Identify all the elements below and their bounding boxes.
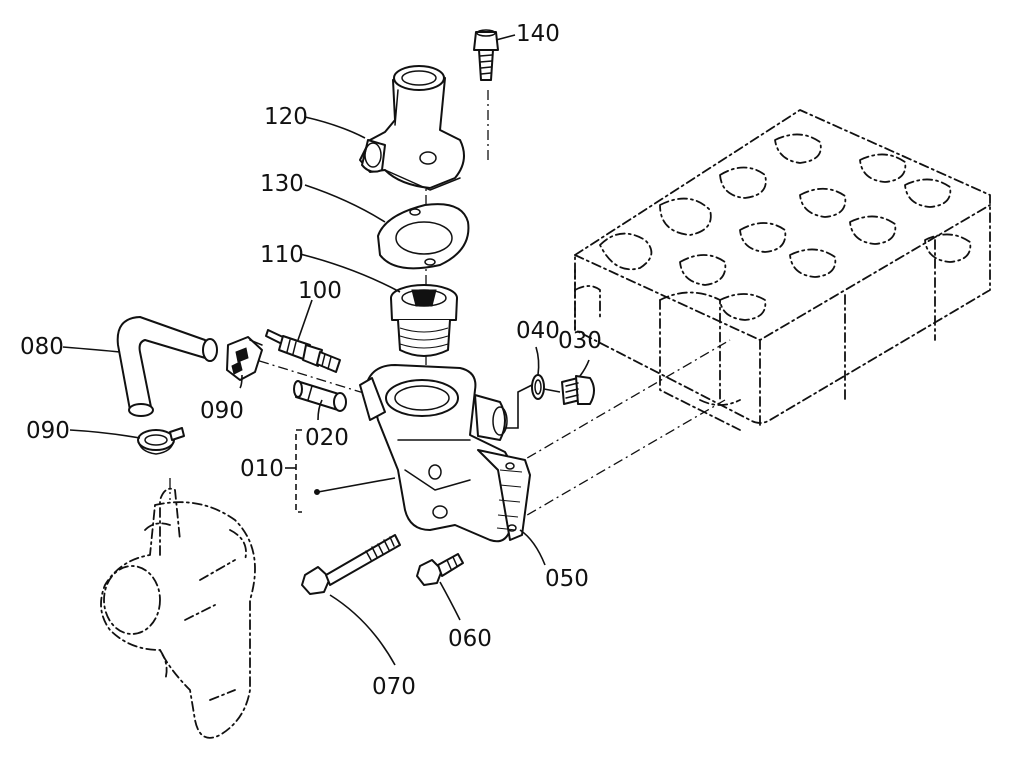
label-050: 050 (545, 566, 589, 592)
part-100-temperature-sensor (265, 329, 341, 373)
part-090-clamp-bottom (137, 427, 185, 455)
water-pump-ghost (100, 487, 256, 739)
part-110-thermostat (390, 284, 458, 357)
part-080-hose (116, 316, 218, 417)
label-100: 100 (298, 278, 342, 304)
label-070: 070 (372, 674, 416, 700)
label-020: 020 (305, 425, 349, 451)
label-110: 110 (260, 242, 304, 268)
part-130-gasket (377, 203, 470, 270)
label-030: 030 (558, 328, 602, 354)
part-040-washer (531, 374, 545, 400)
part-060-short-bolt (416, 553, 464, 586)
label-090-top: 090 (200, 398, 244, 424)
label-140: 140 (516, 21, 560, 47)
label-080: 080 (20, 334, 64, 360)
part-120-water-outlet (359, 65, 465, 191)
leader-lines (62, 34, 590, 666)
part-030-plug (561, 375, 595, 405)
part-number-labels: 140 120 130 110 100 080 090 090 040 030 … (20, 21, 602, 700)
label-060: 060 (448, 626, 492, 652)
part-140-bolt (473, 29, 499, 81)
part-070-long-bolt (301, 534, 401, 595)
label-130: 130 (260, 171, 304, 197)
label-090-left: 090 (26, 418, 70, 444)
part-010-bracket (285, 429, 396, 513)
label-040: 040 (516, 318, 560, 344)
part-020-pipe (293, 380, 347, 412)
label-010: 010 (240, 456, 284, 482)
part-010-thermostat-housing (359, 364, 531, 543)
label-120: 120 (264, 104, 308, 130)
cylinder-head-ghost (574, 109, 991, 431)
part-090-clamp-top (226, 336, 263, 381)
